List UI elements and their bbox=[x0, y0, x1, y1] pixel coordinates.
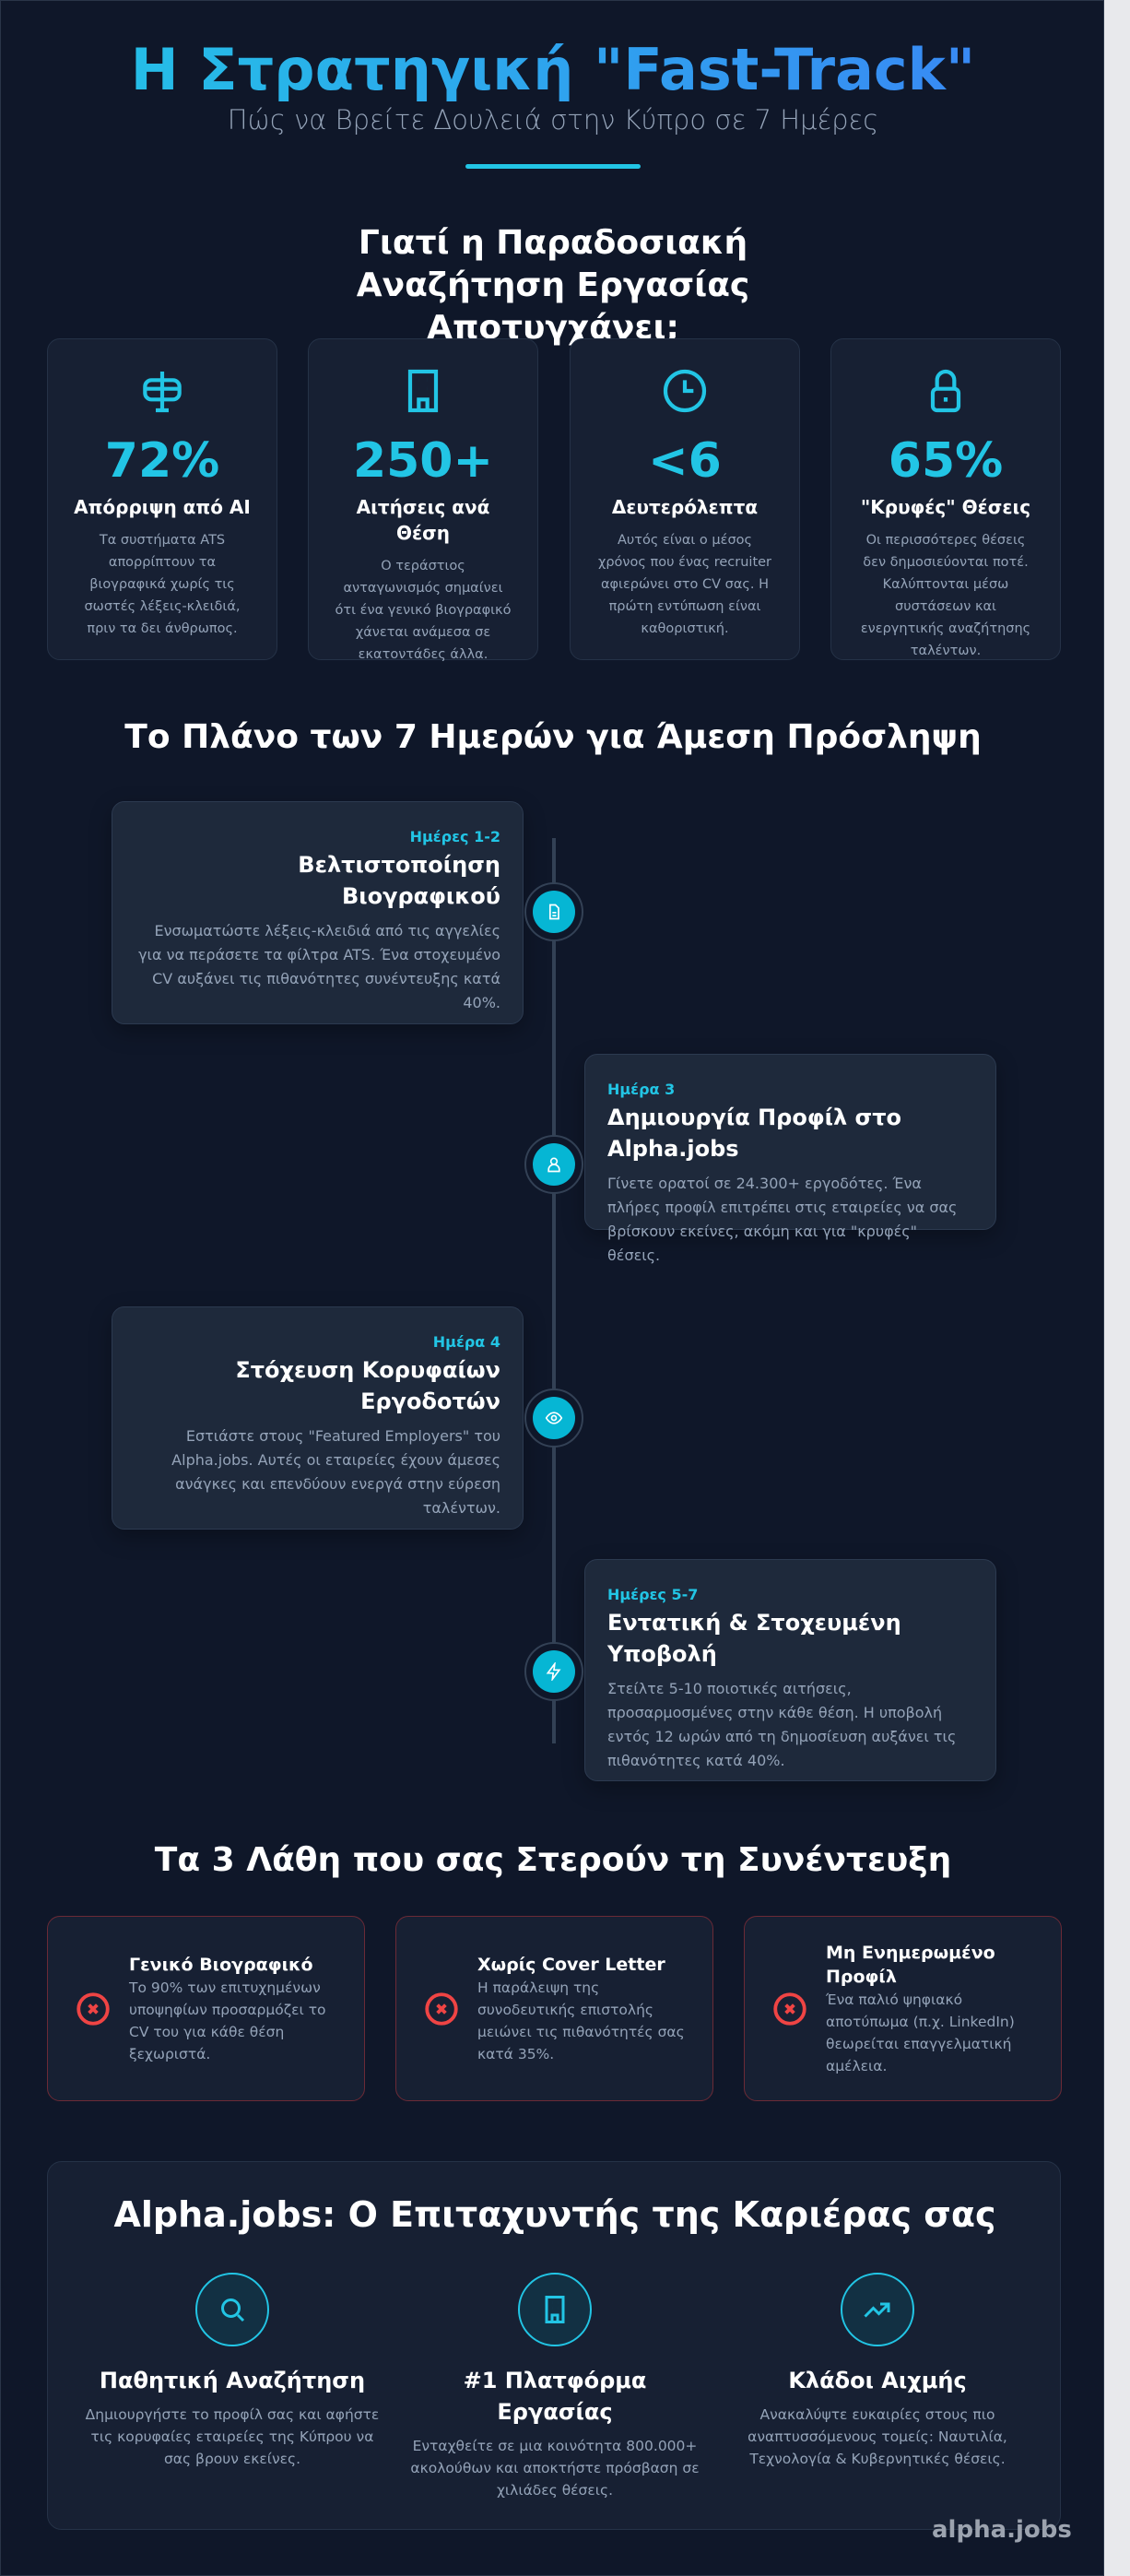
feature-title: #1 Πλατφόρμα Εργασίας bbox=[463, 2368, 647, 2425]
mistake-desc: Το 90% των επιτυχημένων υποψηφίων προσαρ… bbox=[129, 1979, 326, 2062]
step-day: Ημέρες 5-7 bbox=[607, 1586, 699, 1603]
stat-value: 72% bbox=[104, 433, 220, 489]
stat-desc: Ο τεράστιος ανταγωνισμός σημαίνει ότι έν… bbox=[335, 559, 512, 662]
feature-item: Παθητική Αναζήτηση Δημιουργήστε το προφί… bbox=[76, 2273, 389, 2470]
search-icon bbox=[221, 2298, 245, 2322]
infographic-panel: Η Στρατηγική "Fast-Track" Πώς να Βρείτε … bbox=[0, 0, 1104, 2576]
stat-label: Απόρριψη από AI bbox=[74, 496, 251, 518]
stat-value: 250+ bbox=[352, 433, 494, 489]
timeline-step: Ημέρα 4 Στόχευση Κορυφαίων Εργοδοτών Εστ… bbox=[112, 1306, 524, 1530]
alpha-heading: Alpha.jobs: Ο Επιταχυντής της Καριέρας σ… bbox=[113, 2194, 996, 2235]
timeline-step: Ημέρα 3 Δημιουργία Προφίλ στο Alpha.jobs… bbox=[584, 1054, 996, 1264]
feature-desc: Ενταχθείτε σε μια κοινότητα 800.000+ ακο… bbox=[410, 2438, 700, 2499]
mistake-desc: Η παράλειψη της συνοδευτικής επιστολής μ… bbox=[477, 1979, 685, 2062]
building-icon bbox=[545, 2296, 565, 2323]
page-subtitle: Πώς να Βρείτε Δουλειά στην Κύπρο σε 7 Ημ… bbox=[227, 104, 879, 136]
mistake-card: Χωρίς Cover Letter Η παράλειψη της συνοδε… bbox=[395, 1916, 713, 2101]
step-desc: Στείλτε 5-10 ποιοτικές αιτήσεις, προσαρμ… bbox=[607, 1680, 957, 1769]
timeline-line bbox=[552, 838, 556, 1743]
step-desc: Εστιάστε στους "Featured Employers" του … bbox=[171, 1427, 500, 1517]
stat-desc: Αυτός είναι ο μέσος χρόνος που ένας recr… bbox=[597, 533, 772, 636]
stat-card: 250+ Αιτήσεις ανά Θέση Ο τεράστιος ανταγ… bbox=[308, 338, 538, 662]
document-icon bbox=[549, 904, 559, 920]
timeline-node bbox=[524, 882, 583, 941]
stat-desc: Τα συστήματα ATS απορρίπτουν τα βιογραφι… bbox=[84, 533, 241, 636]
timeline-step: Ημέρες 5-7 Εντατική & Στοχευμένη Υποβολή… bbox=[584, 1559, 996, 1781]
stat-desc: Οι περισσότερες θέσεις δεν δημοσιεύονται… bbox=[860, 533, 1031, 658]
mistake-title: Μη Ενημερωμένο Προφίλ bbox=[826, 1942, 995, 1987]
trending-up-icon bbox=[864, 2302, 890, 2318]
lightning-icon bbox=[546, 1662, 561, 1681]
stat-value: 65% bbox=[888, 433, 1004, 489]
feature-item: #1 Πλατφόρμα Εργασίας Ενταχθείτε σε μια … bbox=[398, 2273, 712, 2501]
timeline-node bbox=[524, 1642, 583, 1701]
title-divider bbox=[465, 164, 641, 169]
stat-value: <6 bbox=[648, 433, 722, 489]
why-heading: Γιατί η Παραδοσιακή Αναζήτηση Εργασίας Α… bbox=[356, 224, 750, 347]
stat-label: Αιτήσεις ανά Θέση bbox=[356, 496, 490, 544]
stat-card: <6 Δευτερόλεπτα Αυτός είναι ο μέσος χρόν… bbox=[570, 338, 800, 660]
stat-label: Δευτερόλεπτα bbox=[611, 496, 759, 518]
feature-desc: Δημιουργήστε το προφίλ σας και αφήστε τι… bbox=[85, 2406, 380, 2467]
mistakes-heading: Τα 3 Λάθη που σας Στερούν τη Συνέντευξη bbox=[154, 1841, 952, 1879]
eye-icon bbox=[545, 1412, 563, 1424]
plan-heading: Το Πλάνο των 7 Ημερών για Άμεση Πρόσληψη bbox=[124, 718, 982, 756]
step-title: Δημιουργία Προφίλ στο Alpha.jobs bbox=[607, 1105, 902, 1162]
step-day: Ημέρες 1-2 bbox=[409, 828, 500, 845]
timeline-node bbox=[524, 1388, 583, 1448]
mistake-desc: Ένα παλιό ψηφιακό αποτύπωμα (π.χ. Linked… bbox=[826, 1991, 1015, 2074]
step-title: Στόχευση Κορυφαίων Εργοδοτών bbox=[235, 1357, 500, 1414]
clock-icon bbox=[663, 369, 707, 413]
step-desc: Γίνετε ορατοί σε 24.300+ εργοδότες. Ένα … bbox=[607, 1175, 958, 1264]
step-day: Ημέρα 3 bbox=[607, 1081, 676, 1098]
page-title: Η Στρατηγική "Fast-Track" bbox=[1, 36, 1105, 103]
stat-card: 72% Απόρριψη από AI Τα συστήματα ATS απο… bbox=[47, 338, 277, 660]
alpha-section: Alpha.jobs: Ο Επιταχυντής της Καριέρας σ… bbox=[47, 2161, 1061, 2530]
building-icon bbox=[407, 369, 439, 413]
step-day: Ημέρα 4 bbox=[432, 1333, 500, 1351]
feature-title: Κλάδοι Αιχμής bbox=[788, 2368, 967, 2393]
x-circle-icon bbox=[773, 1991, 806, 2026]
x-circle-icon bbox=[77, 1991, 110, 2026]
stat-label: "Κρυφές" Θέσεις bbox=[860, 496, 1031, 518]
lock-icon bbox=[930, 369, 961, 413]
feature-desc: Ανακαλύψτε ευκαιρίες στους πιο αναπτυσσό… bbox=[747, 2406, 1007, 2467]
robot-icon bbox=[143, 372, 182, 413]
user-icon bbox=[547, 1157, 560, 1173]
mistake-title: Γενικό Βιογραφικό bbox=[129, 1954, 313, 1975]
x-circle-icon bbox=[425, 1991, 458, 2026]
feature-item: Κλάδοι Αιχμής Ανακαλύψτε ευκαιρίες στους… bbox=[721, 2273, 1034, 2470]
step-title: Εντατική & Στοχευμένη Υποβολή bbox=[607, 1610, 901, 1667]
stat-card: 65% "Κρυφές" Θέσεις Οι περισσότερες θέσε… bbox=[830, 338, 1061, 660]
mistake-card: Γενικό Βιογραφικό Το 90% των επιτυχημένων… bbox=[47, 1916, 365, 2101]
step-title: Βελτιστοποίηση Βιογραφικού bbox=[298, 852, 500, 909]
brand-watermark: alpha.jobs bbox=[932, 2516, 1072, 2544]
feature-title: Παθητική Αναζήτηση bbox=[99, 2368, 366, 2393]
timeline-step: Ημέρες 1-2 Βελτιστοποίηση Βιογραφικού Εν… bbox=[112, 801, 524, 1024]
timeline-node bbox=[524, 1135, 583, 1194]
mistake-title: Χωρίς Cover Letter bbox=[477, 1954, 665, 1975]
step-desc: Ενσωματώστε λέξεις-κλειδιά από τις αγγελ… bbox=[138, 922, 500, 1011]
